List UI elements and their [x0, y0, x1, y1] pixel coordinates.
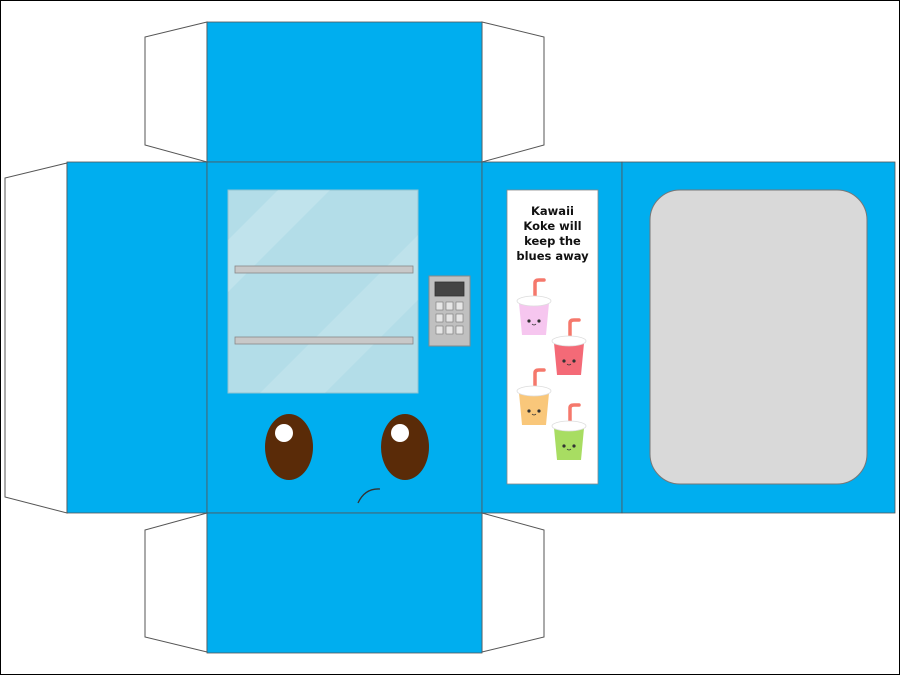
banner-line-2: Koke will: [523, 219, 582, 233]
keypad-key: [445, 325, 454, 335]
keypad: [428, 275, 471, 347]
cup-red: [551, 318, 587, 375]
banner-line-4: blues away: [516, 249, 589, 263]
bottom-right-flap: [481, 512, 545, 653]
back-panel-window: [649, 189, 868, 485]
banner-slogan: Kawaii Koke will keep the blues away: [507, 204, 598, 264]
drink-cups: [516, 278, 587, 460]
cup-green: [551, 403, 587, 460]
cup-pink: [516, 278, 552, 335]
keypad-key: [455, 313, 464, 323]
right-eye: [381, 414, 429, 480]
banner-line-3: keep the: [524, 234, 581, 248]
keypad-screen: [434, 281, 465, 297]
keypad-key: [435, 313, 444, 323]
left-side-panel: [66, 161, 208, 514]
lower-shelf: [234, 336, 414, 345]
top-right-flap: [481, 21, 545, 163]
bottom-left-flap: [144, 512, 208, 653]
left-eye: [265, 414, 313, 480]
banner-line-1: Kawaii: [531, 204, 574, 218]
mouth: [357, 488, 381, 504]
keypad-key: [445, 313, 454, 323]
bottom-panel: [206, 512, 483, 654]
keypad-key: [435, 325, 444, 335]
keypad-key: [445, 301, 454, 311]
display-window: [227, 189, 419, 394]
top-panel: [206, 21, 483, 163]
keypad-key: [435, 301, 444, 311]
left-side-flap: [4, 162, 68, 514]
glass-reflection: [260, 235, 418, 393]
keypad-keys: [435, 301, 464, 335]
top-left-flap: [144, 21, 208, 163]
keypad-key: [455, 325, 464, 335]
cup-orange: [516, 368, 552, 425]
upper-shelf: [234, 265, 414, 274]
keypad-key: [455, 301, 464, 311]
